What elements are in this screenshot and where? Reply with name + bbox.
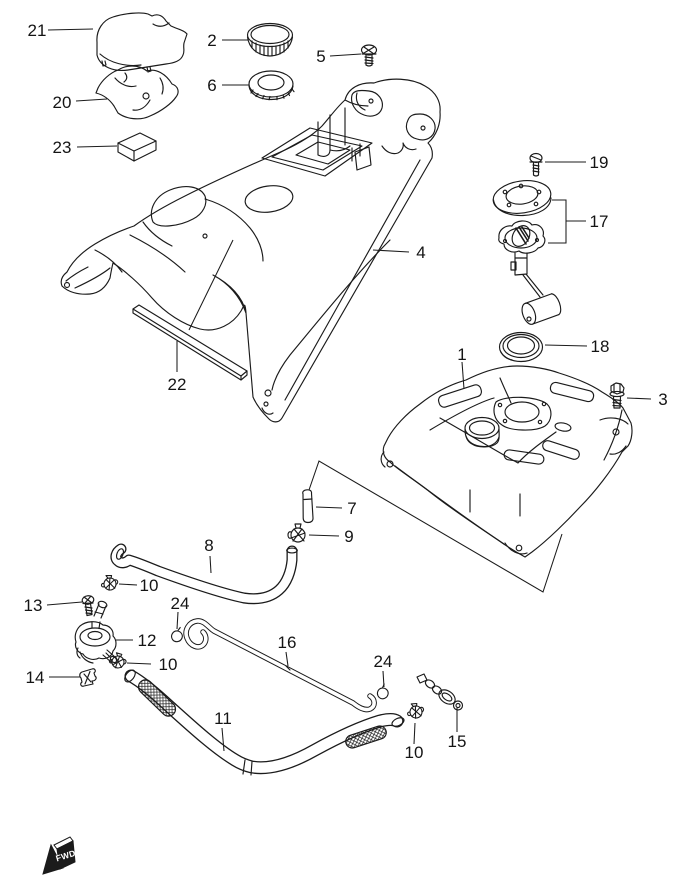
callout-5: 5: [316, 47, 325, 66]
callout-7: 7: [347, 499, 356, 518]
part-24-clip-a: [171, 626, 183, 643]
leader-18: [544, 344, 588, 347]
leader-24a: [176, 611, 179, 630]
part-11-fuel-hose: [124, 669, 405, 776]
part-13-screw: [81, 595, 95, 617]
part-18-seal-ring: [498, 331, 544, 363]
callout-16: 16: [278, 633, 297, 652]
leader-10b: [126, 662, 152, 665]
part-5-screw: [360, 44, 378, 67]
callout-23: 23: [53, 138, 72, 157]
leader-1: [461, 361, 465, 390]
leader-21: [47, 28, 94, 31]
callout-10b: 10: [159, 655, 178, 674]
part-22-strip: [132, 304, 248, 381]
callout-22: 22: [168, 375, 187, 394]
callout-19: 19: [590, 153, 609, 172]
callout-24a: 24: [171, 594, 190, 613]
leader-17-bracket: [548, 199, 586, 244]
part-14-clip: [79, 668, 97, 687]
part-20-tool-bag: [95, 65, 179, 120]
leader-4: [372, 249, 410, 253]
part-17-fuel-gauge-assembly: [492, 180, 562, 325]
part-8-fuel-hose: [110, 543, 298, 605]
callout-20: 20: [53, 93, 72, 112]
callout-14: 14: [26, 668, 45, 687]
part-6-cap-gasket: [248, 70, 295, 101]
callout-labels: 21 2 5 6 20 23 19 17 4 1 18 3 22 7 9 8 1…: [24, 21, 668, 762]
fwd-arrowhead-icon: [42, 843, 64, 875]
part-7-joint-pipe: [302, 489, 314, 524]
callout-1: 1: [457, 345, 466, 364]
leader-7-install-line: [308, 460, 563, 593]
leader-20: [75, 98, 108, 102]
leader-24b: [382, 670, 385, 688]
part-15-clamp-assembly: [416, 673, 464, 711]
leader-3: [626, 397, 652, 400]
callout-8: 8: [204, 536, 213, 555]
part-23-box: [117, 132, 157, 162]
callout-17: 17: [590, 212, 609, 231]
leader-9: [308, 534, 340, 537]
callout-10c: 10: [405, 743, 424, 762]
leader-13: [46, 601, 83, 606]
part-1-fuel-tank: [380, 365, 633, 558]
part-12-fuel-valve: [74, 600, 118, 664]
callout-24b: 24: [374, 652, 393, 671]
callout-13: 13: [24, 596, 43, 615]
callout-6: 6: [207, 76, 216, 95]
callout-2: 2: [207, 31, 216, 50]
part-24-clip-b: [375, 683, 390, 701]
part-9-clamp: [287, 523, 306, 543]
callout-18: 18: [591, 337, 610, 356]
leader-lines: [46, 28, 652, 752]
leader-11: [221, 727, 225, 752]
callout-3: 3: [658, 390, 667, 409]
leader-10a: [118, 583, 138, 586]
leader-7: [315, 506, 343, 509]
callout-10a: 10: [140, 576, 159, 595]
callout-9: 9: [344, 527, 353, 546]
callout-12: 12: [138, 631, 157, 650]
callout-15: 15: [448, 732, 467, 751]
leader-23: [76, 145, 118, 148]
part-4-frame-cover: [60, 78, 441, 423]
part-3-bolt: [609, 382, 625, 409]
part-2-filler-cap: [246, 22, 294, 57]
part-21-cover-panel: [96, 12, 188, 73]
part-10-clamp-a: [99, 573, 120, 592]
part-16-breather-hose: [183, 618, 377, 713]
part-10-clamp-c: [404, 700, 426, 721]
leader-8: [209, 555, 212, 574]
leader-16: [285, 651, 289, 667]
leader-22: [176, 239, 234, 372]
callout-4: 4: [416, 243, 425, 262]
leader-10c: [413, 722, 416, 745]
part-19-screw: [529, 152, 543, 177]
callout-21: 21: [28, 21, 47, 40]
leader-5: [329, 53, 362, 57]
fwd-direction-marker: FWD: [42, 836, 77, 875]
callout-11: 11: [214, 709, 232, 728]
